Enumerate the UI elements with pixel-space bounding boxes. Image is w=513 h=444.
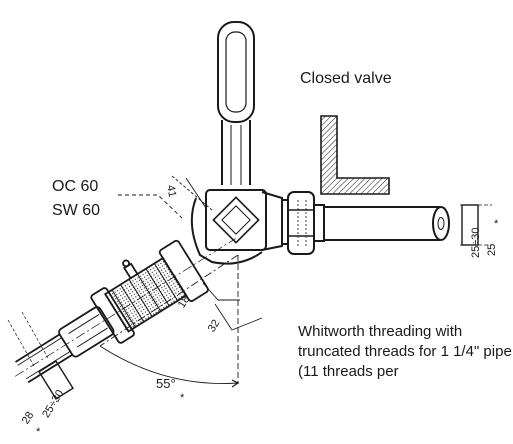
left-star: * [36, 426, 41, 438]
dimension-lines [171, 175, 263, 331]
angled-fitting [14, 238, 236, 384]
valve-handle [217, 21, 255, 185]
oc60-label: OC 60 [52, 178, 99, 195]
right-dimension [460, 204, 492, 246]
dim-41: 41 [164, 184, 179, 199]
closed-valve-section [320, 115, 390, 195]
right-range-label: 25÷30 [470, 227, 482, 258]
angle-55-star: * [180, 392, 185, 404]
right-star: * [494, 218, 499, 230]
right-pipe [282, 191, 450, 255]
angle-55-label: 55° [156, 376, 176, 391]
closed-valve-label: Closed valve [300, 70, 392, 87]
valve-body [190, 189, 283, 265]
angle-55-arc [99, 254, 240, 388]
oc-sw-leader [118, 194, 183, 219]
threading-note: Whitworth threading with truncated threa… [298, 323, 512, 380]
right-value-label: 25 [486, 243, 498, 256]
left-dimension [7, 311, 74, 400]
sw60-label: SW 60 [52, 202, 101, 219]
